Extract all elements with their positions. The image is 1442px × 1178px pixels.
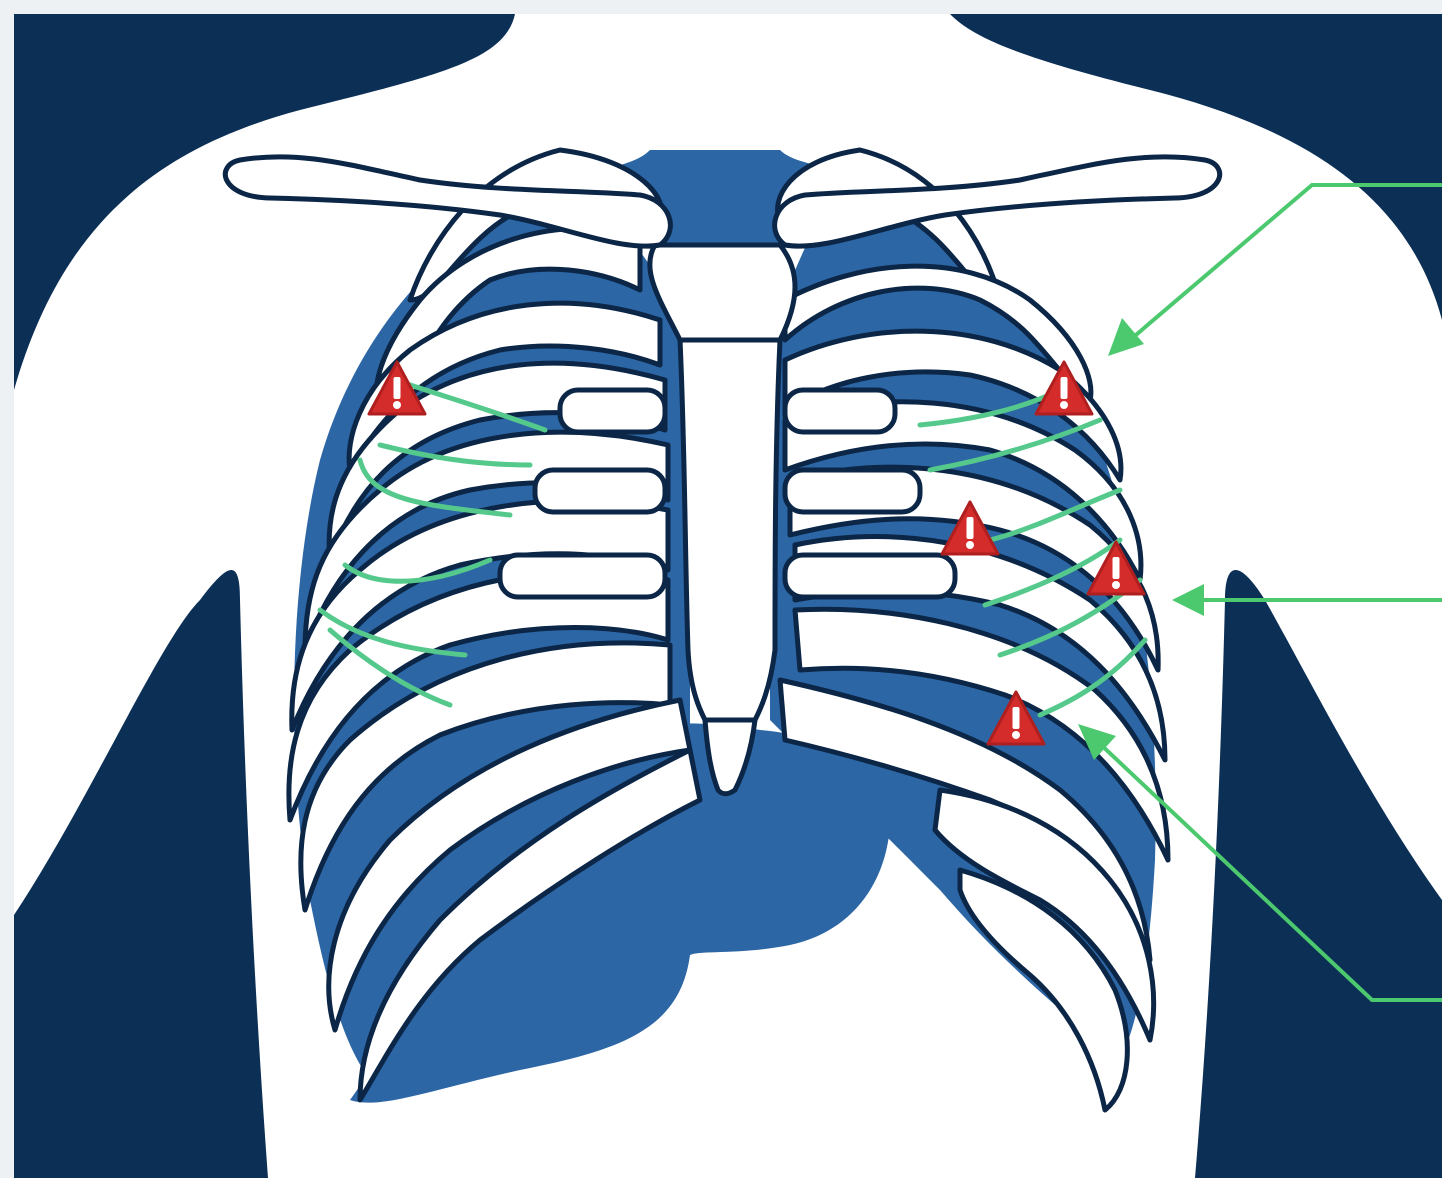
manubrium <box>650 245 795 340</box>
sternum <box>680 340 780 720</box>
